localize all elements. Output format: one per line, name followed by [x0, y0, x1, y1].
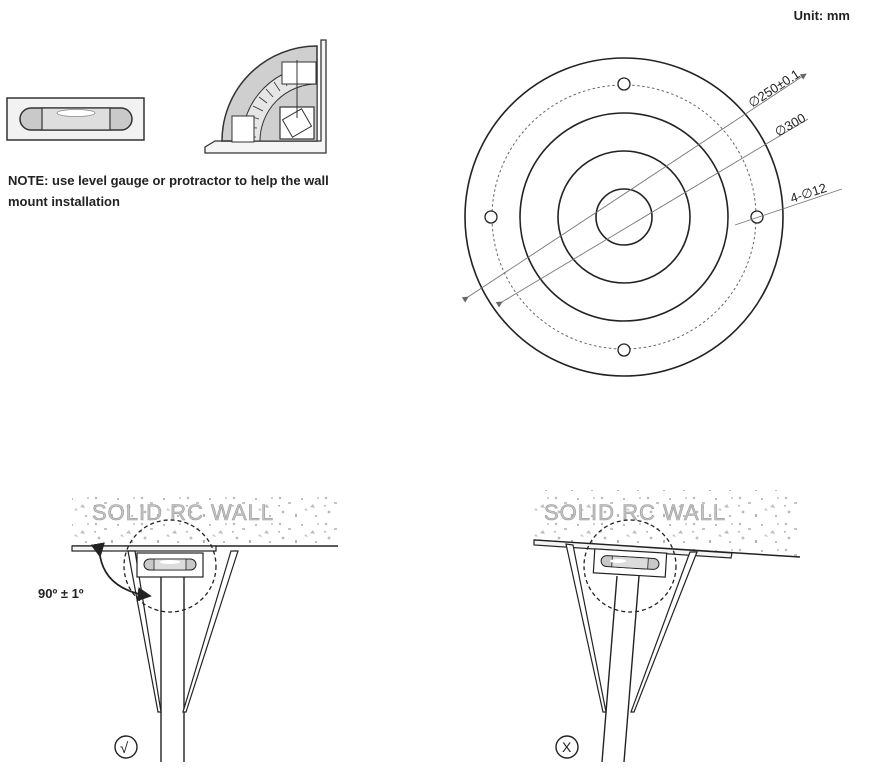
wall-label-wrong: SOLID RC WALL [544, 500, 726, 525]
mounting-hole-bottom [617, 343, 631, 357]
correct-installation-diagram: SOLID RC WALL 90º ± 1º √ [38, 492, 338, 762]
bubble-level-icon [6, 97, 145, 141]
mounting-hole-right [750, 210, 764, 224]
correct-mark: √ [120, 740, 129, 757]
protractor-icon [204, 39, 327, 154]
mounting-hole-left [484, 210, 498, 224]
angle-tolerance-label: 90º ± 1º [38, 586, 84, 601]
holes-dimension: 4-∅12 [788, 180, 828, 206]
wrong-mark: X [562, 739, 572, 755]
wrong-installation-diagram: SOLID RC WALL X [533, 490, 801, 763]
correct-check-icon [114, 735, 138, 759]
wall-label-correct: SOLID RC WALL [92, 500, 274, 525]
mounting-hole-top [617, 77, 631, 91]
installation-note: NOTE: use level gauge or protractor to h… [8, 173, 329, 209]
flange-top-view: ∅250±0.1 ∅300 4-∅12 [461, 57, 843, 377]
wrong-cross-icon [555, 735, 579, 759]
bolt-circle-dimension: ∅250±0.1 [745, 66, 802, 110]
unit-label: Unit: mm [793, 8, 850, 23]
outer-diameter-dimension: ∅300 [772, 110, 808, 139]
